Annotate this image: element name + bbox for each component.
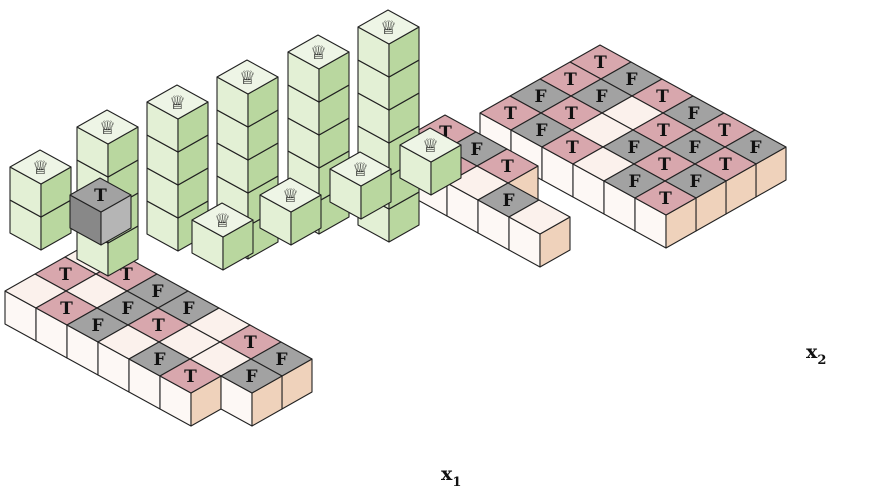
false-label: F xyxy=(595,87,607,107)
queen-icon: ♕ xyxy=(282,185,299,207)
false-label: F xyxy=(470,140,482,160)
false-label: F xyxy=(275,350,287,370)
true-label: T xyxy=(657,121,670,141)
false-label: F xyxy=(689,172,701,192)
queen-icon: ♕ xyxy=(99,117,116,139)
true-label: T xyxy=(501,157,514,177)
queen-icon: ♕ xyxy=(32,157,49,179)
true-label: T xyxy=(504,104,517,124)
true-label: T xyxy=(244,333,257,353)
false-label: F xyxy=(153,350,165,370)
true-label: T xyxy=(659,189,672,209)
true-label: T xyxy=(719,155,732,175)
false-label: F xyxy=(151,282,163,302)
true-label: T xyxy=(94,186,107,206)
true-label: T xyxy=(184,367,197,387)
false-label: F xyxy=(749,138,761,158)
false-label: F xyxy=(182,299,194,319)
false-label: F xyxy=(534,87,546,107)
false-label: F xyxy=(91,316,103,336)
queen-icon: ♕ xyxy=(214,210,231,232)
true-label: T xyxy=(59,265,72,285)
variable-label-x2: x2 xyxy=(806,341,826,368)
false-label: F xyxy=(535,121,547,141)
queen-icon: ♕ xyxy=(169,92,186,114)
true-label: T xyxy=(658,155,671,175)
true-label: T xyxy=(565,104,578,124)
false-label: F xyxy=(245,367,257,387)
queen-icon: ♕ xyxy=(422,135,439,157)
true-label: T xyxy=(60,299,73,319)
variable-name-x2: x xyxy=(806,341,818,363)
cube-layer: TTFFFTTTFFTTTFFFTTFFTTFTTFTTFTFFFTTFFTF♕… xyxy=(5,10,786,426)
false-label: F xyxy=(627,138,639,158)
variable-label-x1: x1 xyxy=(441,463,461,487)
queen-tower: ♕ ♕ ♕ ♕ ♕ ♕ ♕ ♕ ♕ ♕ T xyxy=(10,10,461,276)
false-label: F xyxy=(688,138,700,158)
false-label: F xyxy=(625,70,637,90)
variable-subscript-x2: 2 xyxy=(817,353,826,368)
true-label: T xyxy=(564,70,577,90)
true-label: T xyxy=(718,121,731,141)
true-label: T xyxy=(594,53,607,73)
true-label: T xyxy=(656,87,669,107)
variable-subscript-x1: 1 xyxy=(452,475,461,487)
false-label: F xyxy=(121,299,133,319)
queen-icon: ♕ xyxy=(239,67,256,89)
queen-icon: ♕ xyxy=(352,159,369,181)
false-label: F xyxy=(628,172,640,192)
false-label: F xyxy=(502,191,514,211)
true-label: T xyxy=(566,138,579,158)
queen-icon: ♕ xyxy=(380,17,397,39)
true-label: T xyxy=(152,316,165,336)
variable-name-x1: x xyxy=(441,463,453,485)
queen-icon: ♕ xyxy=(310,42,327,64)
false-label: F xyxy=(687,104,699,124)
